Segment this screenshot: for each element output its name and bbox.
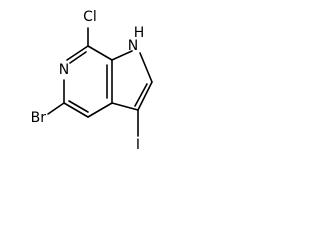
- atom-labels: Cl N H N Br I: [31, 9, 145, 153]
- bond-c5-c4: [63, 102, 89, 118]
- atom-nh-hydrogen: H: [134, 25, 145, 41]
- bond-c4-c3a: [87, 102, 113, 118]
- bond-c7-n6: [66, 45, 89, 61]
- atom-nh-nitrogen: N: [128, 38, 138, 54]
- bond-c7a-c7: [87, 45, 113, 61]
- bond-c2-c3: [137, 81, 153, 111]
- bond-c7a-n1: [111, 50, 133, 61]
- atom-nitrogen-ring: N: [59, 62, 69, 78]
- bond-c5-br: [47, 102, 65, 115]
- bond-c3-c3a: [111, 102, 139, 111]
- molecule-structure: Cl N H N Br I: [31, 9, 153, 153]
- atom-bromine: Br: [31, 110, 47, 126]
- bond-c5-c4-inner: [68, 100, 89, 113]
- bond-n1-c2: [139, 52, 153, 83]
- bond-lines: [47, 27, 153, 137]
- bond-c2-c3-inner: [134, 83, 148, 107]
- atom-iodine: I: [136, 137, 140, 153]
- atom-chlorine: Cl: [83, 9, 97, 25]
- bond-c7-n6-inner: [69, 51, 87, 64]
